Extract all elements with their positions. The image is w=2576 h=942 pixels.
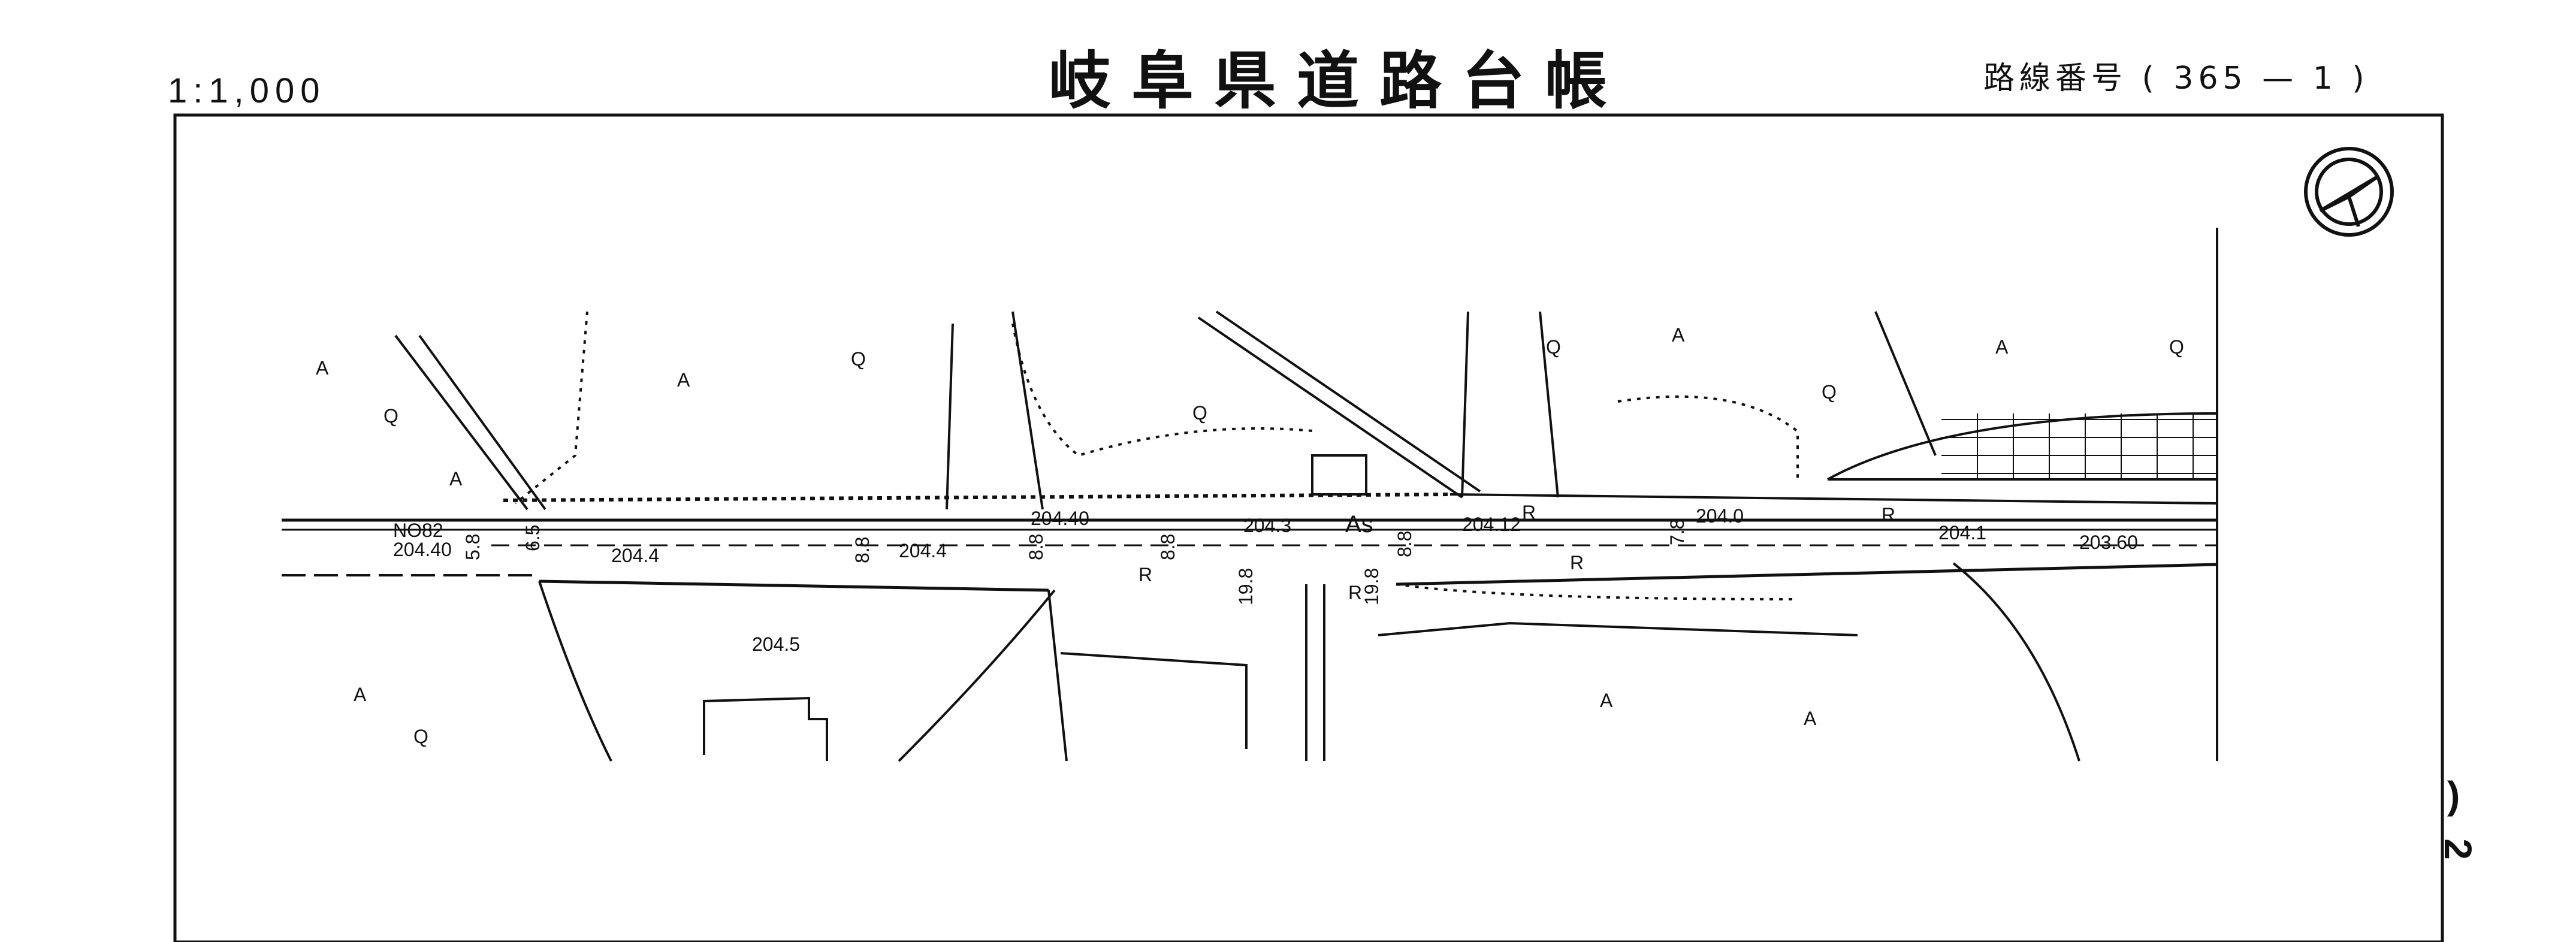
field-mark-7: Q — [413, 726, 428, 747]
width-7: 8.8 — [1394, 531, 1415, 557]
elevation-3: 204.40 — [1031, 508, 1089, 529]
route-close-paren: ) — [2352, 61, 2369, 96]
route-number: 路線番号 ( 365 — 1 ) — [1983, 53, 2369, 98]
tree-mark-3: A — [449, 468, 463, 490]
tree-mark-1: A — [316, 357, 329, 379]
route-number-main: 365 — [2173, 61, 2248, 96]
route-open-paren: ( — [2142, 61, 2159, 96]
tree-mark-2: A — [677, 369, 690, 391]
field-mark-4: Q — [1546, 336, 1561, 358]
sheet-paren-mark: ) — [2447, 774, 2460, 817]
road-mark-3: R — [1522, 502, 1536, 523]
elevation-2: 204.4 — [899, 540, 947, 561]
tree-mark-8: A — [1804, 708, 1817, 729]
elevation-6: 204.0 — [1696, 505, 1744, 527]
side-roads — [394, 310, 2218, 762]
tree-mark-6: A — [1995, 336, 2009, 358]
width-5: 19.8 — [1235, 568, 1257, 605]
grid-field — [1941, 413, 2217, 479]
width-6: 19.8 — [1361, 568, 1382, 605]
embankments — [514, 311, 1799, 600]
width-4: 8.8 — [1157, 534, 1179, 560]
route-label: 路線番号 — [1983, 61, 2128, 96]
page-title: 岐阜県道路台帳 — [1049, 44, 1628, 117]
width-9: 5.8 — [462, 534, 484, 560]
station-label: NO82 — [393, 520, 443, 541]
north-arrow-icon — [2304, 147, 2394, 237]
elevation-1: 204.4 — [611, 545, 659, 566]
station-elevation: 204.40 — [393, 539, 452, 560]
field-mark-1: Q — [383, 405, 398, 427]
elevation-7: 204.1 — [1938, 522, 1986, 544]
sheet-number: 2 — [2436, 838, 2480, 860]
map-frame — [173, 113, 2444, 942]
route-dash: — — [2262, 61, 2299, 96]
tree-mark-4: A — [354, 684, 367, 705]
field-mark-2: Q — [851, 348, 866, 370]
width-8: 7.8 — [1666, 519, 1688, 545]
elevation-5: 204.12 — [1462, 514, 1521, 535]
road-mark-5: R — [1882, 504, 1895, 526]
scale-label: 1:1,000 — [168, 71, 326, 110]
field-mark-5: Q — [1822, 381, 1837, 403]
main-road — [282, 493, 2218, 592]
road-mark-4: R — [1570, 552, 1584, 573]
map-labels: NO82 204.40 204.4 204.4 204.40 204.3 204… — [316, 324, 2184, 747]
tree-mark-5: A — [1672, 324, 1685, 346]
width-2: 8.8 — [851, 537, 873, 563]
road-mark-1: R — [1138, 564, 1152, 585]
width-3: 8.8 — [1025, 534, 1047, 560]
road-mark-2: R — [1348, 582, 1362, 603]
pavement-label: As — [1345, 511, 1373, 538]
elevation-8: 203.60 — [2079, 532, 2138, 553]
tree-mark-7: A — [1600, 690, 1613, 711]
field-mark-3: Q — [1192, 402, 1207, 424]
route-number-sub: 1 — [2312, 61, 2338, 96]
width-1: 6.5 — [522, 525, 543, 551]
elevation-9: 204.5 — [752, 633, 800, 655]
elevation-4: 204.3 — [1243, 515, 1291, 536]
field-mark-6: Q — [2169, 336, 2184, 358]
